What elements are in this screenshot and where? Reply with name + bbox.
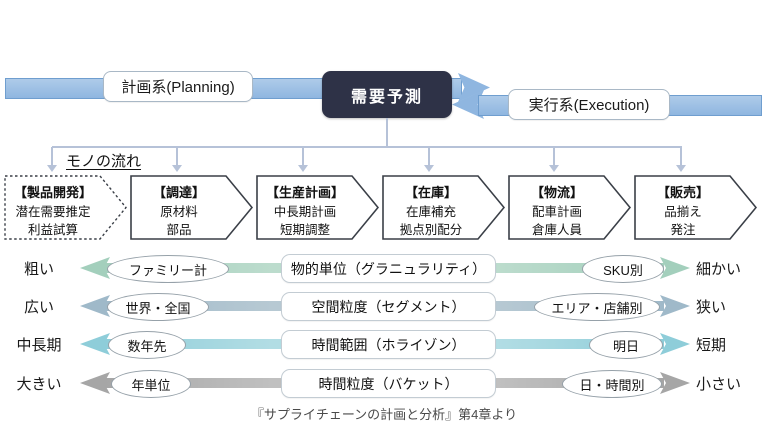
scale-center-box: 空間粒度（セグメント）	[281, 292, 496, 321]
scale-right-label: 短期	[696, 336, 727, 354]
connector-drop	[553, 147, 555, 166]
connector-drop	[302, 147, 304, 166]
execution-label: 実行系(Execution)	[508, 89, 670, 120]
scale-center-box: 物的単位（グラニュラリティ）	[281, 254, 496, 283]
arrow-right-icon	[660, 257, 690, 279]
process-box-text: 【製品開発】潜在需要推定利益試算	[13, 185, 92, 238]
scale-right-oval: 明日	[589, 331, 663, 359]
process-box-text: 【在庫】在庫補充拠点別配分	[399, 185, 463, 238]
scale-left-oval: 数年先	[108, 331, 186, 359]
source-caption: 『サプライチェーンの計画と分析』第4章より	[250, 407, 518, 422]
arrow-right-icon	[660, 295, 690, 317]
process-box-text: 【物流】配車計画倉庫人員	[530, 185, 583, 238]
scale-right-label: 細かい	[696, 260, 742, 278]
scale-right-oval: SKU別	[582, 255, 664, 283]
arrow-right-icon	[660, 333, 690, 355]
demand-forecast-text: 需要予測	[350, 88, 423, 106]
scale-right-label: 小さい	[696, 375, 742, 393]
execution-label-text: 実行系(Execution)	[528, 97, 650, 114]
process-box-logistics: 【物流】配車計画倉庫人員	[508, 175, 631, 240]
arrow-down-icon	[298, 165, 308, 172]
arrow-down-icon	[172, 165, 182, 172]
process-box-production-plan: 【生産計画】中長期計画短期調整	[256, 175, 379, 240]
process-box-sales: 【販売】品揃え発注	[634, 175, 757, 240]
scale-center-box: 時間粒度（バケット）	[281, 369, 496, 398]
demand-forecast-box: 需要予測	[322, 71, 452, 118]
scale-left-label: 広い	[23, 298, 54, 316]
scale-left-label: 大きい	[16, 375, 62, 393]
planning-label-text: 計画系(Planning)	[121, 79, 235, 96]
connector-drop	[51, 147, 53, 166]
connector-horizontal	[52, 146, 682, 148]
arrow-down-icon	[549, 165, 559, 172]
process-box-text: 【生産計画】中長期計画短期調整	[265, 185, 344, 238]
scale-center-box: 時間範囲（ホライゾン）	[281, 330, 496, 359]
scale-left-oval: 世界・全国	[107, 293, 209, 321]
arrow-down-icon	[424, 165, 434, 172]
connector-stem	[386, 118, 388, 147]
process-box-procurement: 【調達】原材料部品	[130, 175, 253, 240]
process-box-text: 【調達】原材料部品	[152, 185, 205, 238]
scale-left-oval: ファミリー計	[107, 255, 229, 283]
scale-left-label: 粗い	[23, 260, 54, 278]
scale-left-label: 中長期	[16, 336, 62, 354]
scale-left-oval: 年単位	[111, 370, 191, 398]
arrow-down-icon	[676, 165, 686, 172]
planning-label: 計画系(Planning)	[103, 71, 253, 102]
process-box-text: 【販売】品揃え発注	[656, 185, 709, 238]
flow-of-goods-label: モノの流れ	[66, 153, 142, 170]
scale-right-label: 狭い	[696, 298, 727, 316]
connector-drop	[176, 147, 178, 166]
scale-right-oval: エリア・店舗別	[534, 293, 660, 321]
connector-drop	[680, 147, 682, 166]
arrow-right-icon	[660, 372, 690, 394]
connector-drop	[428, 147, 430, 166]
scale-right-oval: 日・時間別	[562, 370, 662, 398]
process-box-inventory: 【在庫】在庫補充拠点別配分	[382, 175, 505, 240]
arrow-down-icon	[47, 165, 57, 172]
process-box-product-dev: 【製品開発】潜在需要推定利益試算	[4, 175, 127, 240]
